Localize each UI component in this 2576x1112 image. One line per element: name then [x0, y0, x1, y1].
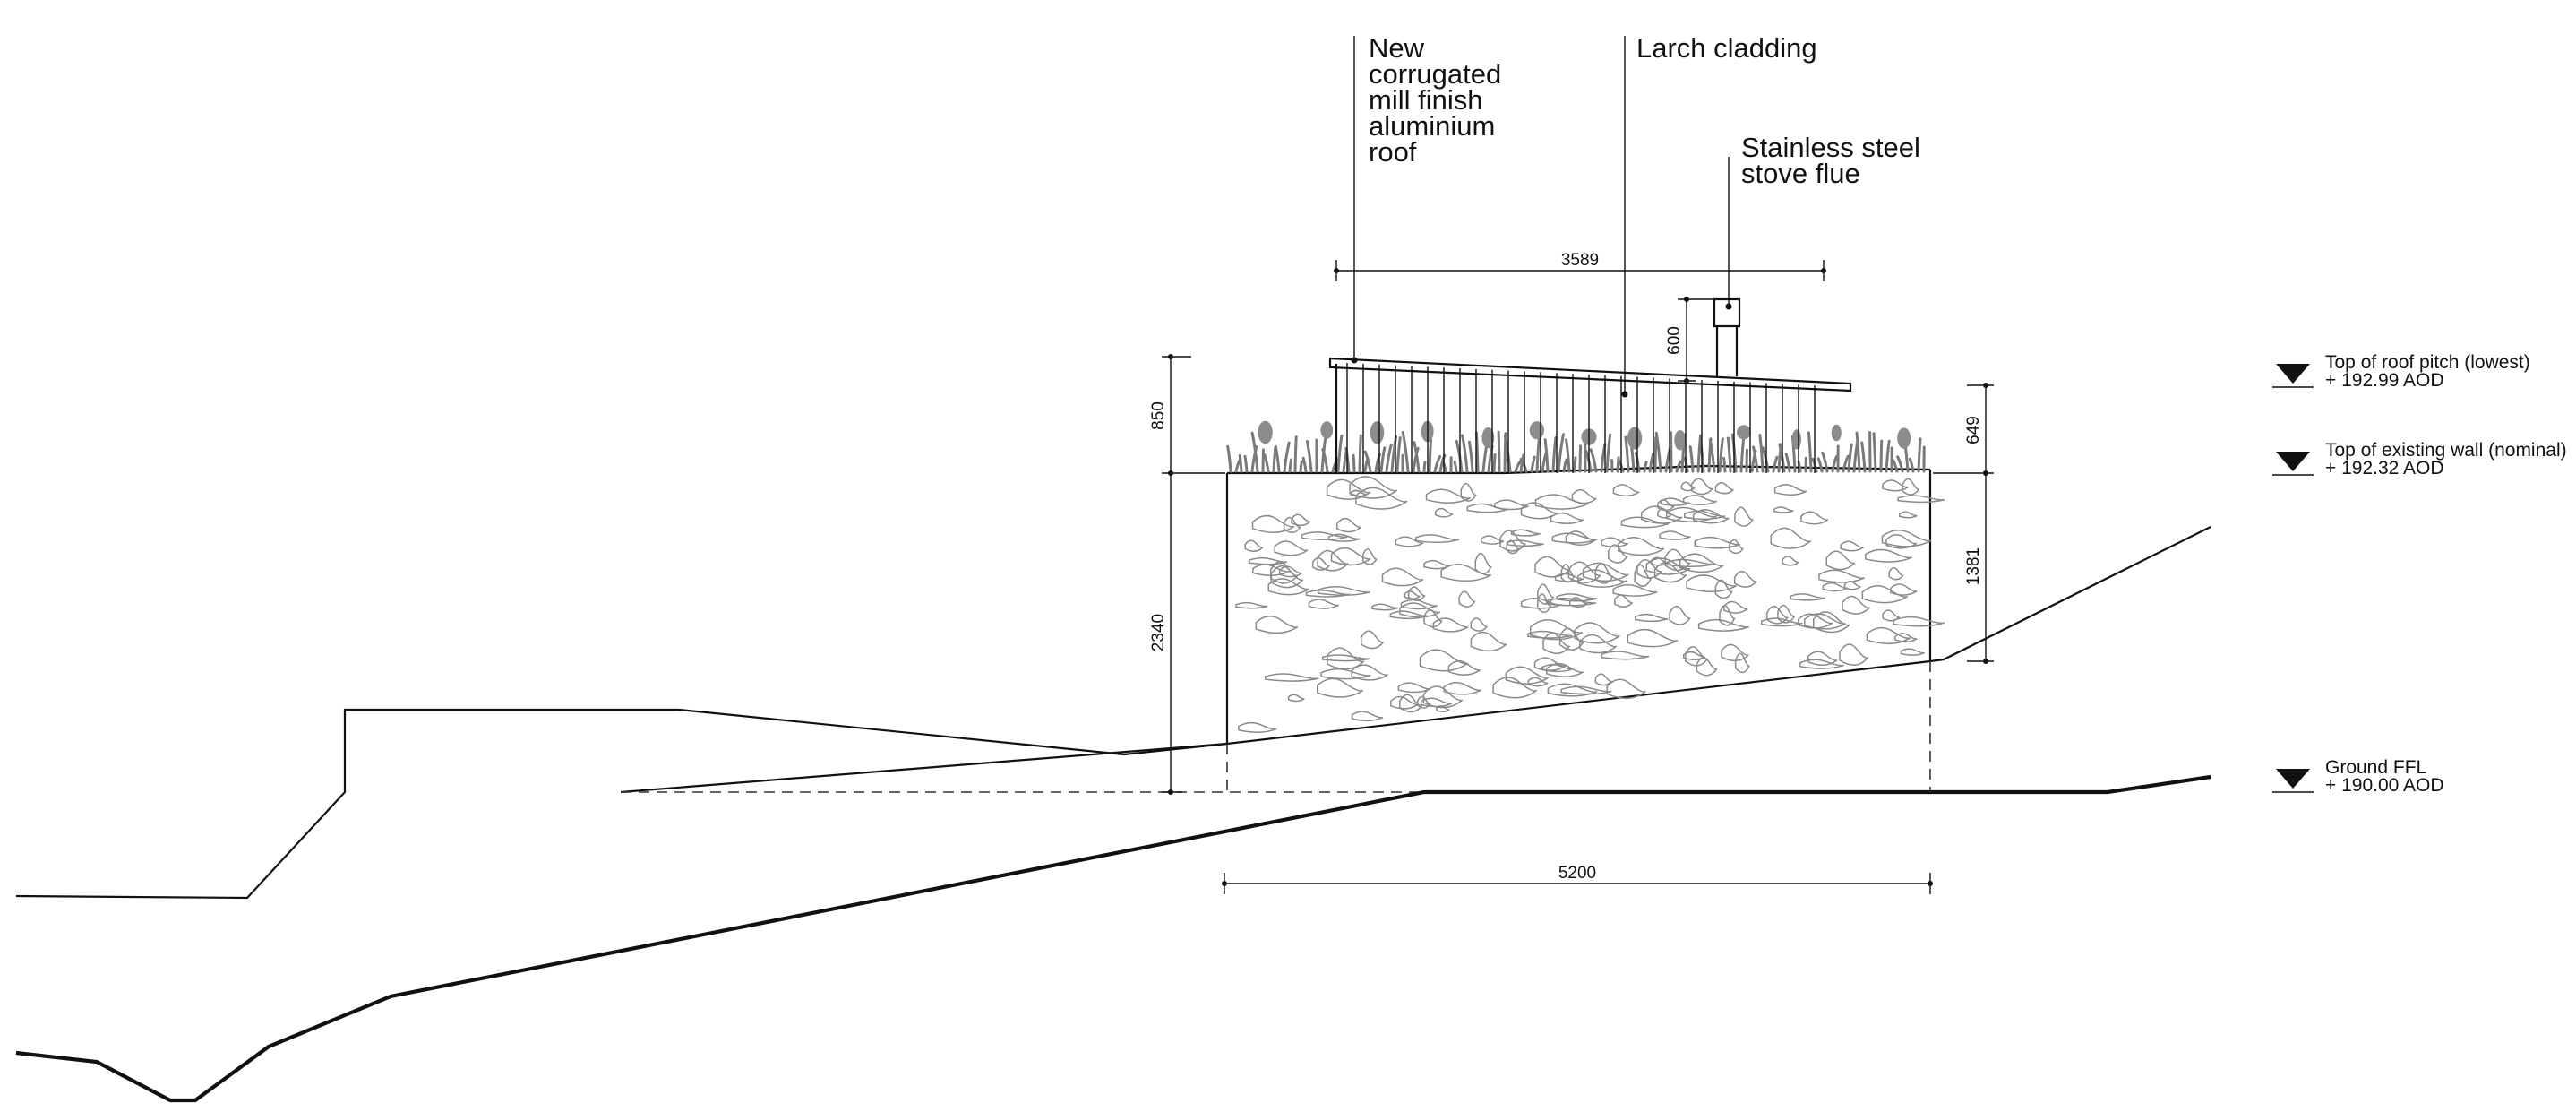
level-marker-roof: Top of roof pitch (lowest) + 192.99 AOD: [2272, 352, 2530, 391]
callout-roof: New corrugated mill finish aluminium roo…: [1351, 32, 1501, 364]
callout-flue: Stainless steel stove flue: [1725, 132, 1920, 310]
roof-structure: [1328, 297, 1852, 473]
callout-cladding-text: Larch cladding: [1636, 32, 1817, 64]
dim-roof-width: 3589: [1334, 251, 1826, 281]
level-wall-value: + 192.32 AOD: [2325, 458, 2444, 478]
level-marker-wall: Top of existing wall (nominal) + 192.32 …: [2272, 440, 2567, 478]
callout-cladding: Larch cladding: [1621, 32, 1817, 398]
planting-strip: [1226, 420, 1926, 473]
callout-roof-line-1: New: [1369, 32, 1425, 64]
level-triangle-icon: [2276, 452, 2310, 471]
flue-cap: [1713, 297, 1741, 328]
callout-flue-line-1: Stainless steel: [1741, 132, 1920, 163]
terrain-lines: [15, 526, 2211, 1103]
ground-ffl-profile: [15, 774, 2211, 1103]
larch-cladding-boards: [1346, 362, 1816, 473]
dim-wall-right-text: 1381: [1964, 547, 1983, 585]
stone-texture: [1235, 476, 1945, 733]
callout-roof-line-2: corrugated: [1369, 58, 1501, 90]
callout-roof-line-4: aluminium: [1369, 110, 1495, 142]
dim-flue-height: 600: [1665, 297, 1713, 384]
callout-roof-line-3: mill finish: [1369, 84, 1482, 116]
dim-base-width-text: 5200: [1558, 864, 1596, 883]
dim-upper-left-text: 850: [1149, 401, 1168, 430]
dim-upper-right-text: 649: [1964, 416, 1983, 444]
dim-base-width: 5200: [1222, 864, 1933, 894]
level-wall-label: Top of existing wall (nominal): [2325, 440, 2567, 461]
callout-roof-line-5: roof: [1369, 136, 1417, 168]
dim-wall-left-text: 2340: [1149, 614, 1168, 651]
dim-right-heights: 649 1381: [1933, 383, 1994, 664]
level-triangle-icon: [2276, 364, 2310, 384]
level-ground-value: + 190.00 AOD: [2325, 775, 2444, 796]
level-roof-value: + 192.99 AOD: [2325, 370, 2444, 391]
left-embankment: [15, 708, 1228, 900]
dim-left-heights: 850 2340: [1149, 354, 1225, 795]
level-ground-label: Ground FFL: [2325, 757, 2426, 778]
callout-flue-line-2: stove flue: [1741, 158, 1860, 189]
dim-flue-height-text: 600: [1665, 326, 1684, 355]
dim-roof-width-text: 3589: [1561, 251, 1599, 270]
roof-sheet: [1328, 357, 1852, 392]
stone-wall: [1225, 464, 1945, 792]
level-triangle-icon: [2276, 769, 2310, 789]
level-roof-label: Top of roof pitch (lowest): [2325, 352, 2530, 373]
level-marker-ground: Ground FFL + 190.00 AOD: [2272, 757, 2444, 796]
